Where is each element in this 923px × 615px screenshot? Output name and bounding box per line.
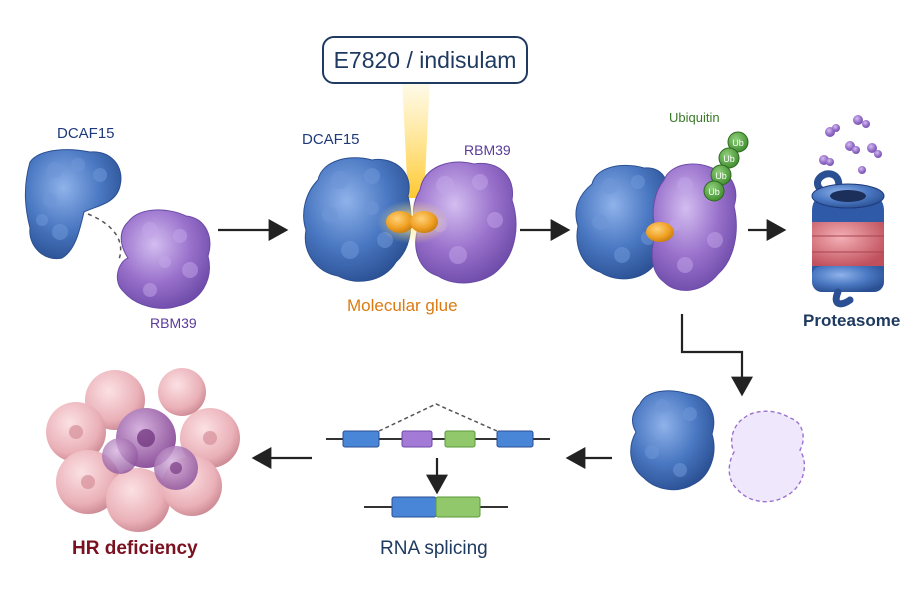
ubiquitin-chain-icon (703, 131, 749, 202)
ub-tag-3: Ub (715, 171, 727, 181)
step2-rbm39-label: RBM39 (464, 142, 511, 158)
step2-dcaf15-label: DCAF15 (302, 131, 360, 148)
mrna-exon-icon (326, 403, 550, 448)
proteasome-label: Proteasome (803, 311, 901, 330)
arrow-release-dcaf15 (680, 314, 753, 397)
step1-rbm39-label: RBM39 (150, 315, 197, 331)
step3-dcaf15-protein (575, 164, 670, 280)
spliced-mrna-icon (364, 496, 508, 518)
step1-rbm39-protein (116, 209, 211, 309)
ub-tag-1: Ub (732, 138, 744, 148)
ubiquitin-label: Ubiquitin (669, 110, 720, 125)
rna-splicing-label: RNA splicing (380, 538, 488, 559)
step2-dcaf15-protein (303, 157, 412, 282)
drug-beam (402, 80, 430, 198)
hr-deficiency-label: HR deficiency (72, 538, 198, 559)
molecular-glue-icon (386, 211, 438, 233)
cell-cluster-icon (46, 368, 240, 532)
degraded-rbm39-outline (728, 410, 805, 503)
step1-dcaf15-label: DCAF15 (57, 125, 115, 142)
step3-glue-icon (646, 222, 674, 242)
linker-dashed-line (87, 213, 122, 263)
proteasome-icon (811, 170, 885, 308)
ub-tag-4: Ub (708, 187, 720, 197)
step1-dcaf15-protein (24, 149, 122, 260)
degraded-fragments-icon (819, 115, 882, 174)
step2-rbm39-protein (413, 161, 517, 284)
ub-tag-2: Ub (723, 154, 735, 164)
molecular-glue-label: Molecular glue (347, 296, 458, 315)
drug-label-box: E7820 / indisulam (322, 36, 528, 84)
released-dcaf15-protein (630, 390, 715, 491)
